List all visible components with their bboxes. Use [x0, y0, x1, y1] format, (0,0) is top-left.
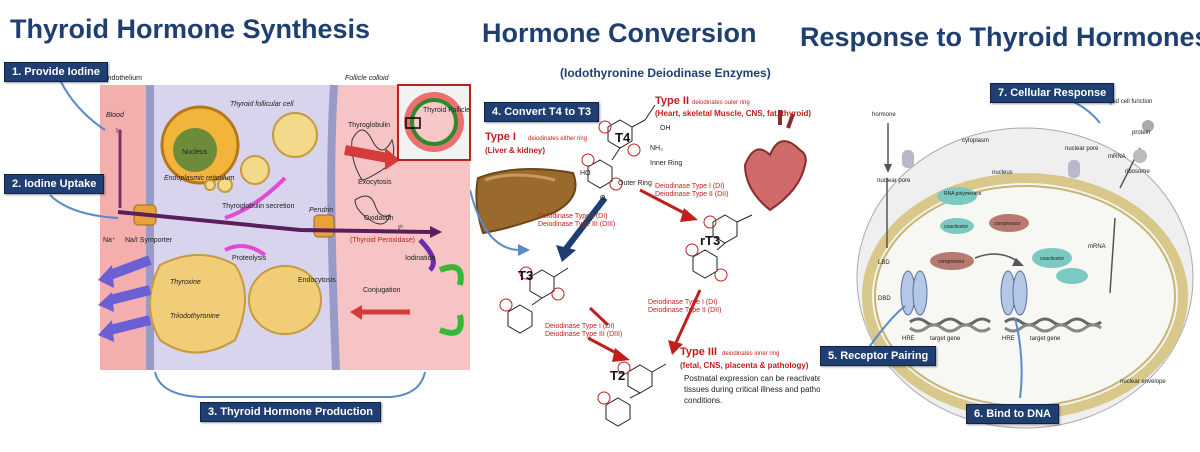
- conversion-title: Hormone Conversion: [482, 18, 757, 48]
- t4-molecule: [581, 104, 656, 191]
- oxidation-label: Oxidation: [364, 215, 394, 222]
- target-gene-label-2: target gene: [1030, 336, 1061, 342]
- pendrin-label: Pendrin: [309, 207, 333, 214]
- iodide-label: I⁻: [116, 128, 122, 135]
- iodine-label: I⁰: [398, 224, 403, 232]
- t4-label: T4: [615, 130, 631, 145]
- nucleus-label: Nucleus: [182, 149, 208, 156]
- nuclear-envelope-label: nuclear envelope: [1120, 379, 1166, 385]
- coactivator-label-2: coactivator: [1040, 256, 1065, 262]
- symporter-label: Na/I Symporter: [125, 237, 173, 244]
- synthesis-diagram: Nucleus Thyroid Follicle Endothelium Blo…: [49, 75, 471, 398]
- na-label: Na⁺: [103, 237, 116, 244]
- step-2-label: 2. Iodine Uptake: [4, 174, 105, 194]
- enzyme-label-c2: Deiodinase Type II (DII): [648, 307, 721, 314]
- enzyme-label-a1: Deiodinase Type I (DI): [655, 183, 725, 190]
- endocytosis-label: Endocytosis: [298, 277, 336, 284]
- exocytosis-label: Exocytosis: [358, 179, 392, 186]
- t3-molecule: [499, 266, 569, 334]
- colloid-label: Follicle colloid: [345, 75, 390, 82]
- tpo-label: (Thyroid Peroxidase): [350, 237, 415, 244]
- enzyme-label-c1: Deiodinase Type I (DI): [648, 299, 718, 306]
- cytoplasm-label: cytoplasm: [962, 138, 989, 144]
- ribosome-label: ribosome: [1125, 169, 1150, 175]
- t4-o-label: O: [600, 195, 606, 202]
- t2-molecule: [597, 361, 667, 427]
- inner-ring-label: Inner Ring: [650, 160, 682, 167]
- inset-label: Thyroid Follicle: [423, 107, 470, 114]
- type2-desc: deiodinates outer ring: [692, 100, 750, 106]
- type3-note-line1: Postnatal expression can be reactivated …: [684, 374, 820, 383]
- enzyme-label-b1: Deiodinase Type I (DI): [538, 213, 608, 220]
- tg-secretion-label: Thyroglobulin secretion: [222, 203, 294, 210]
- rt3-label: rT3: [700, 233, 720, 248]
- corepressor-label: corepressor: [994, 221, 1021, 227]
- synthesis-title: Thyroid Hormone Synthesis: [10, 14, 371, 44]
- mrna-label: mRNA: [1088, 244, 1106, 250]
- type2-tissue: (Heart, skeletal Muscle, CNS, fat, thyro…: [655, 109, 811, 118]
- type3-tissue: (fetal, CNS, placenta & pathology): [680, 361, 809, 370]
- rna-polymerase-shape: [937, 187, 977, 205]
- iodination-label: Iodination: [405, 255, 435, 262]
- type3-note-line3: conditions.: [684, 396, 722, 405]
- proteolysis-label: Proteolysis: [232, 255, 267, 262]
- changed-function-label: changed cell function: [1096, 99, 1152, 105]
- coactivator-label: coactivator: [944, 224, 969, 230]
- heart-illustration: [743, 140, 807, 212]
- type2-label: Type II: [655, 95, 689, 107]
- dbd-label: DBD: [878, 296, 891, 302]
- nuclear-pore-label-left: nuclear pore: [877, 178, 911, 184]
- step-6-label: 6. Bind to DNA: [966, 404, 1059, 424]
- outer-ring-label: Outer Ring: [618, 180, 652, 187]
- step-3-label: 3. Thyroid Hormone Production: [200, 402, 382, 422]
- type3-desc: deiodinates inner ring: [722, 351, 779, 357]
- corepressor-shape: [930, 252, 974, 270]
- blood-label: Blood: [106, 112, 125, 119]
- enzyme-label-a2: Deiodinase Type II (DII): [655, 191, 728, 198]
- mrna-label-2: mRNA: [1108, 154, 1126, 160]
- protein-label: protein: [1132, 130, 1150, 136]
- type1-desc: deiodinates either ring: [528, 136, 587, 142]
- conversion-subtitle: (Iodothyronine Deiodinase Enzymes): [560, 66, 771, 80]
- er-label: Endoplasmic reticulum: [164, 175, 235, 182]
- t4-oh-label: OH: [660, 125, 671, 132]
- enzyme-label-d1: Deiodinase Type I (DI): [545, 323, 615, 330]
- follicular-cell-label: Thyroid follicular cell: [230, 101, 294, 108]
- hre-label-2: HRE: [1002, 336, 1015, 342]
- target-gene-label: target gene: [930, 336, 961, 342]
- response-title: Response to Thyroid Hormones: [800, 22, 1200, 52]
- endothelium-label: Endothelium: [103, 75, 142, 82]
- thyroxine-label: Thyroxine: [170, 279, 201, 286]
- triiodothyronine-label: Triiodothyronine: [170, 313, 220, 320]
- hormone-label: hormone: [872, 112, 896, 118]
- t2-label: T2: [610, 368, 625, 383]
- coactivator-shape: [940, 218, 974, 234]
- nuclear-pore-label-right: nuclear pore: [1065, 146, 1099, 152]
- type3-label: Type III: [680, 346, 717, 358]
- type1-tissue: (Liver & kidney): [485, 146, 545, 155]
- enzyme-label-d2: Deiodinase Type III (DIII): [545, 331, 622, 338]
- conjugation-label: Conjugation: [363, 287, 400, 294]
- step-4-label: 4. Convert T4 to T3: [484, 102, 600, 122]
- hre-label: HRE: [902, 336, 915, 342]
- step-7-label: 7. Cellular Response: [990, 83, 1115, 103]
- step-5-label: 5. Receptor Pairing: [820, 346, 937, 366]
- type1-label: Type I: [485, 131, 516, 143]
- t4-ho-label: HO: [580, 170, 591, 177]
- step-1-label: 1. Provide Iodine: [4, 62, 109, 82]
- type3-note-line2: tissues during critical illness and path…: [684, 385, 820, 394]
- thyroglobulin-label: Thyroglobulin: [348, 122, 390, 129]
- t4-nh2-label: NH₂: [650, 145, 663, 152]
- corepressor-label-2: corepressor: [938, 259, 965, 265]
- lbd-label: LBD: [878, 260, 890, 266]
- t3-label: T3: [518, 268, 533, 283]
- conversion-diagram: Type I deiodinates either ring (Liver & …: [470, 95, 820, 427]
- rna-polymerase-label: RNA polymerase: [944, 191, 982, 197]
- nucleus-label-response: nucleus: [992, 170, 1013, 176]
- rt3-molecule: [685, 214, 753, 282]
- response-diagram: hormone nuclear pore nuclear pore cytopl…: [856, 93, 1194, 429]
- enzyme-label-b2: Deiodinase Type III (DIII): [538, 221, 615, 228]
